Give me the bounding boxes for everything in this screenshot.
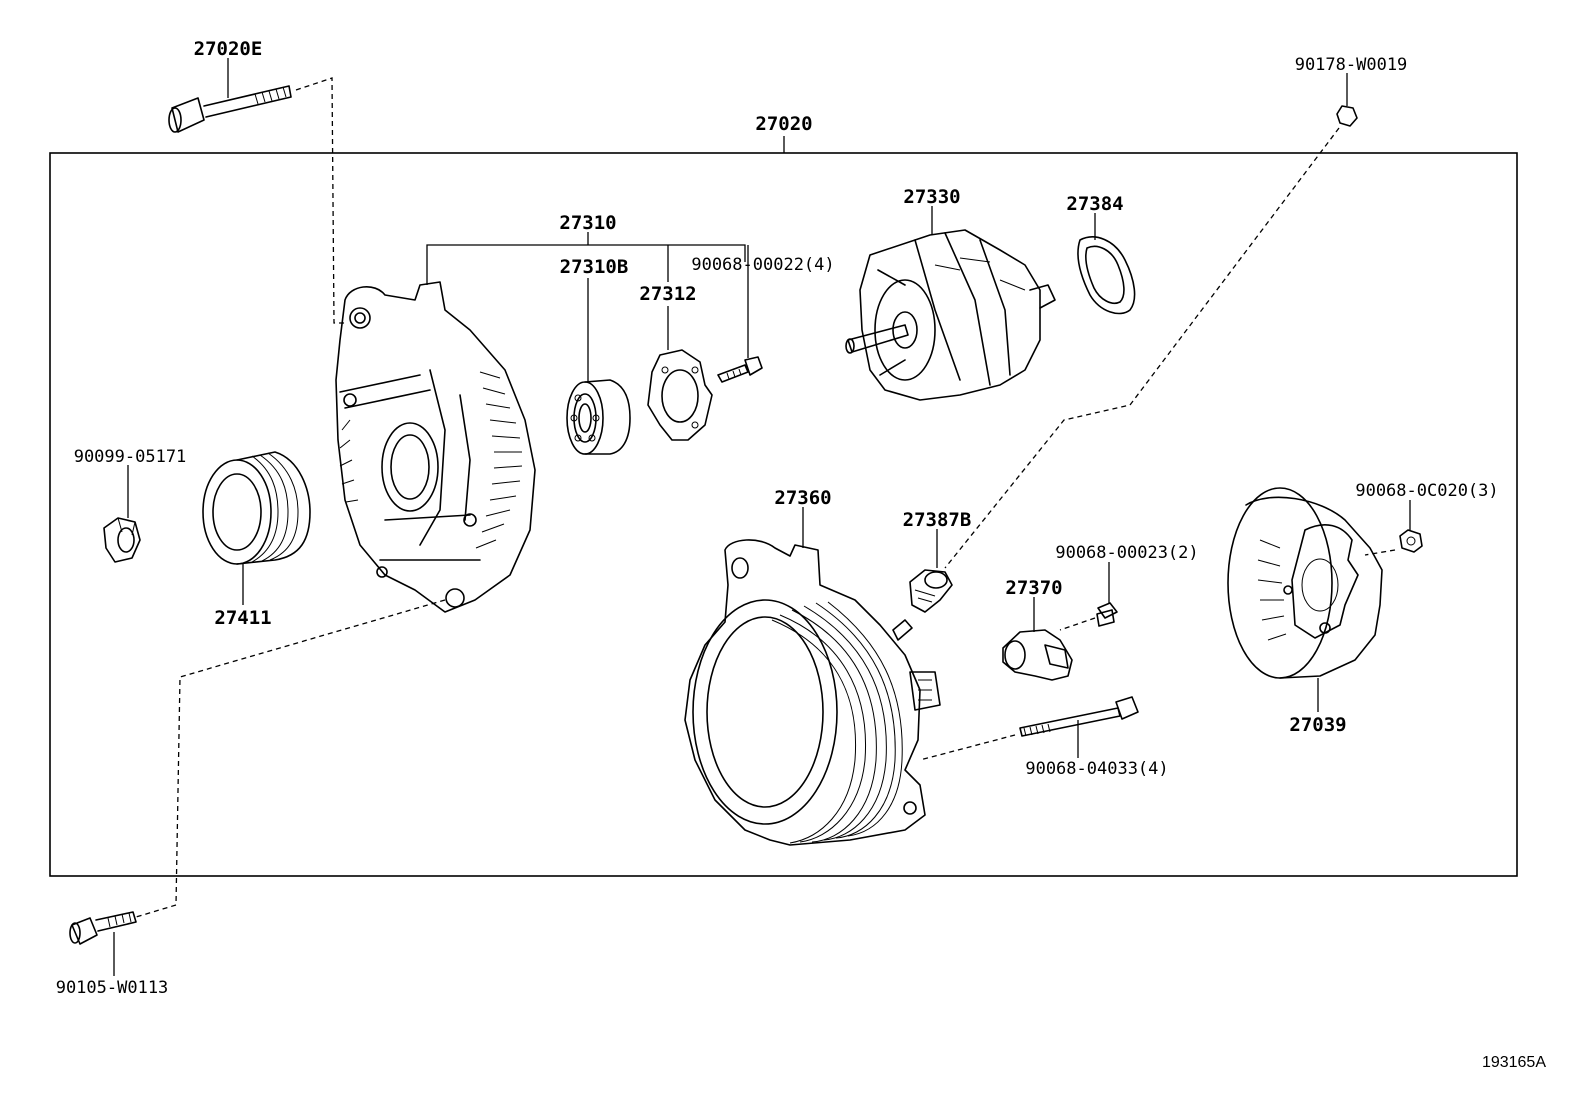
label-90105-w0113[interactable]: 90105-W0113 <box>56 978 169 998</box>
insulator-27387b[interactable] <box>909 569 953 613</box>
drive-end-frame-27310[interactable] <box>335 281 536 613</box>
pulley-27411[interactable] <box>202 451 311 565</box>
label-27020e[interactable]: 27020E <box>194 38 263 60</box>
pulley-nut-90099-05171[interactable] <box>103 517 141 563</box>
label-27330[interactable]: 27330 <box>903 186 960 208</box>
bolt-27020e[interactable] <box>168 85 292 133</box>
nut-90068-0c020[interactable] <box>1399 529 1423 553</box>
label-90068-04033[interactable]: 90068-04033(4) <box>1025 759 1168 779</box>
rear-end-cover-27039[interactable] <box>1227 487 1383 679</box>
label-27312[interactable]: 27312 <box>639 283 696 305</box>
label-27411[interactable]: 27411 <box>214 607 271 629</box>
retainer-plate-27312[interactable] <box>647 349 713 441</box>
rotor-27330[interactable] <box>845 229 1056 401</box>
label-27370[interactable]: 27370 <box>1005 577 1062 599</box>
nut-90178-w0019[interactable] <box>1336 105 1358 127</box>
label-27310[interactable]: 27310 <box>559 212 616 234</box>
through-bolt-90068-04033[interactable] <box>1019 696 1139 737</box>
screw-90068-00023[interactable] <box>1096 602 1118 627</box>
stator-assembly-27360[interactable] <box>684 539 941 846</box>
label-90099-05171[interactable]: 90099-05171 <box>74 447 187 467</box>
label-90068-00022[interactable]: 90068-00022(4) <box>691 255 834 275</box>
ring-27384[interactable] <box>1077 236 1136 315</box>
label-90068-00023[interactable]: 90068-00023(2) <box>1055 543 1198 563</box>
brush-holder-27370[interactable] <box>1002 629 1073 681</box>
figure-code: 193165A <box>1482 1054 1546 1071</box>
label-27360[interactable]: 27360 <box>774 487 831 509</box>
label-90178-w0019[interactable]: 90178-W0019 <box>1295 55 1408 75</box>
label-27039[interactable]: 27039 <box>1289 714 1346 736</box>
bolt-90105-w0113[interactable] <box>69 911 137 945</box>
bearing-27310b[interactable] <box>566 379 631 455</box>
label-90068-0c020[interactable]: 90068-0C020(3) <box>1355 481 1498 501</box>
label-27387b[interactable]: 27387B <box>903 509 972 531</box>
label-27020[interactable]: 27020 <box>755 113 812 135</box>
screw-90068-00022[interactable] <box>717 356 763 383</box>
label-27310b[interactable]: 27310B <box>560 256 629 278</box>
label-27384[interactable]: 27384 <box>1066 193 1123 215</box>
